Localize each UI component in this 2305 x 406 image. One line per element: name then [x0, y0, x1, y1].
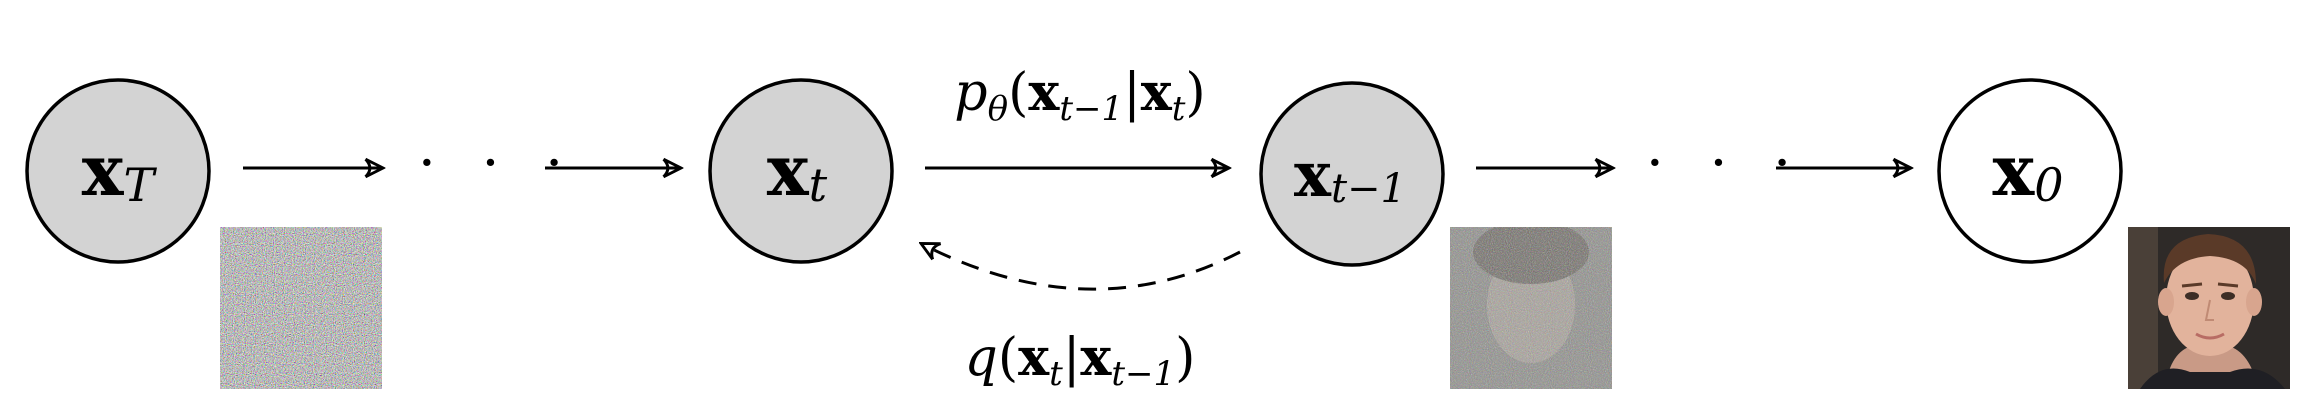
ellipsis-right: · · · [1646, 131, 1805, 196]
node-x-t-minus-1-circle [1259, 81, 1445, 267]
node-x-T: xT [25, 78, 211, 264]
reverse-process-label: pθ(xt−1|xt) [954, 62, 1205, 129]
node-x-T-circle [25, 78, 211, 264]
node-x-t-label: xt [767, 129, 828, 212]
node-x-0-label: x0 [1992, 129, 2063, 212]
node-x-0: x0 [1937, 78, 2123, 264]
ellipsis-left: · · · [418, 131, 577, 196]
node-x-t: xt [708, 78, 894, 264]
forward-process-arrow [922, 244, 1241, 291]
clean-face-image [2128, 227, 2290, 389]
pure-noise-image [220, 227, 382, 389]
node-x-t-circle [708, 78, 894, 264]
node-x-t-minus-1-label: xt−1 [1294, 138, 1406, 212]
noisy-face-image [1450, 227, 1612, 389]
node-x-T-label: xT [82, 129, 158, 212]
node-x-0-circle [1937, 78, 2123, 264]
node-x-t-minus-1: xt−1 [1259, 81, 1445, 267]
forward-process-label: q(xt|xt−1) [965, 327, 1196, 394]
